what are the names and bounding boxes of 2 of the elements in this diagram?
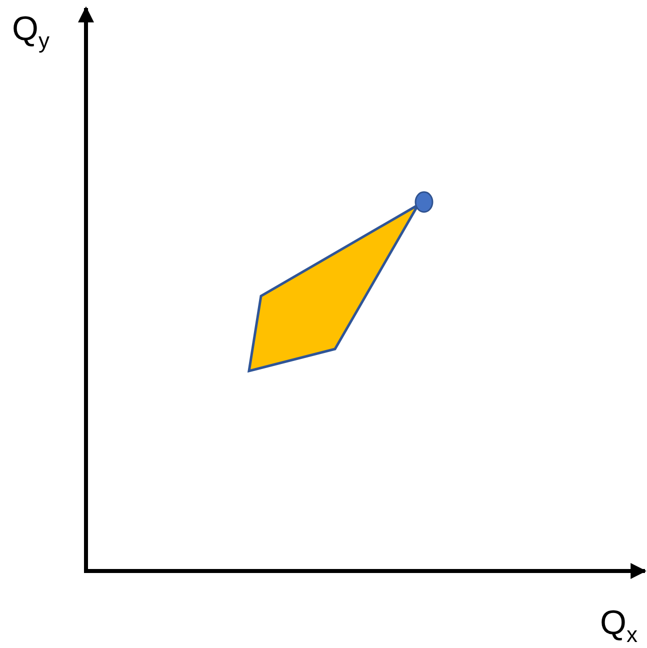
axis-label: Q$_{x}$ xyxy=(600,606,638,646)
axis-label: Q$_{y}$ xyxy=(12,12,50,52)
